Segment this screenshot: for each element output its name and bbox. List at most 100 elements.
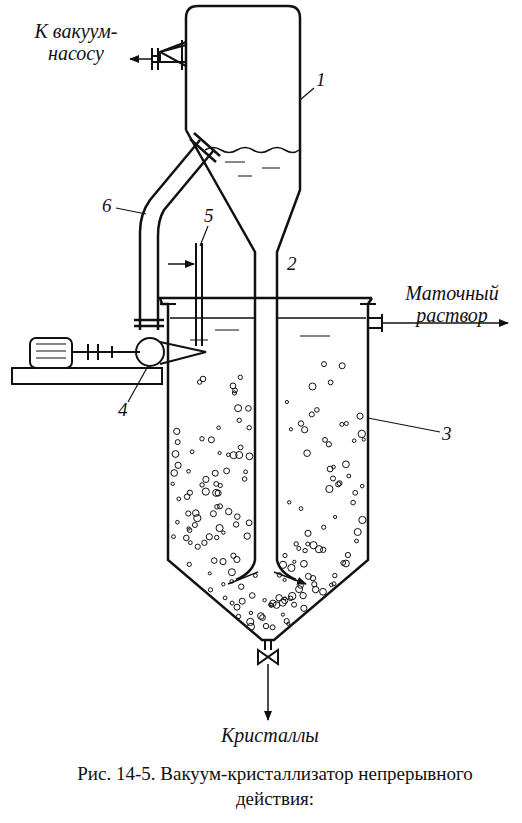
- crystal: [175, 440, 180, 445]
- crystal: [222, 531, 225, 534]
- crystal: [301, 605, 307, 611]
- crystal: [309, 412, 314, 417]
- crystal: [322, 362, 327, 367]
- crystal: [230, 383, 236, 389]
- solution-lines: [190, 330, 330, 340]
- crystal: [333, 573, 337, 577]
- crystal: [195, 544, 200, 549]
- crystal: [258, 613, 265, 620]
- crystal: [336, 482, 341, 487]
- crystal: [235, 405, 242, 412]
- crystal: [302, 427, 308, 433]
- crystal: [230, 601, 234, 605]
- crystal: [326, 442, 331, 447]
- liquid-level: [205, 148, 299, 153]
- crystal: [184, 535, 190, 541]
- crystal: [315, 408, 320, 413]
- crystal: [246, 406, 252, 412]
- vacuum-arrow: [130, 58, 152, 60]
- crystal: [175, 462, 181, 468]
- crystal: [289, 592, 296, 599]
- crystal: [283, 597, 286, 600]
- crystal: [230, 580, 234, 584]
- crystal: [172, 451, 179, 458]
- outflow-arrows: [228, 572, 306, 584]
- crystal: [246, 520, 252, 526]
- valve: [258, 650, 278, 664]
- leader-line: [300, 88, 314, 100]
- crystal: [171, 482, 174, 485]
- crystal: [315, 546, 322, 553]
- crystal: [239, 584, 244, 589]
- feed-arrow: [168, 263, 194, 265]
- crystal: [247, 426, 251, 430]
- crystal: [214, 482, 219, 487]
- callout-number: 1: [316, 70, 326, 91]
- crystal: [239, 598, 245, 604]
- crystal: [176, 520, 180, 524]
- crystal: [358, 430, 365, 437]
- crystal: [187, 528, 192, 533]
- crystal: [353, 490, 358, 495]
- crystal: [208, 588, 212, 592]
- crystal: [190, 450, 194, 454]
- crystal: [289, 428, 292, 431]
- crystal: [227, 453, 231, 457]
- crystal: [331, 476, 336, 481]
- crystal: [277, 573, 282, 578]
- liquid-lines: [225, 162, 280, 176]
- crystal: [177, 497, 181, 501]
- crystal: [305, 530, 311, 536]
- crystal: [276, 595, 282, 601]
- crystal: [244, 533, 250, 539]
- crystal: [301, 560, 308, 567]
- pump-volute: [136, 338, 164, 366]
- callout-number: 5: [204, 206, 214, 227]
- crystal: [216, 525, 223, 532]
- crystal: [228, 569, 235, 576]
- crystal: [305, 573, 311, 579]
- crystal: [330, 583, 334, 587]
- crystal: [235, 514, 241, 520]
- crystal: [231, 553, 236, 558]
- crystal: [279, 561, 286, 568]
- crystal: [254, 574, 258, 578]
- motor: [30, 338, 72, 368]
- crystal: [215, 490, 221, 496]
- crystal: [347, 474, 351, 478]
- crystal: [288, 501, 291, 504]
- crystal: [211, 558, 217, 564]
- crystal: [210, 511, 216, 517]
- crystal: [200, 376, 206, 382]
- crystal: [187, 490, 192, 495]
- crystal: [242, 477, 247, 482]
- crystal: [362, 438, 365, 441]
- figure-caption: Рис. 14-5. Вакуум-кристаллизатор непреры…: [60, 762, 490, 811]
- crystal: [220, 559, 226, 565]
- crystal: [193, 510, 200, 517]
- leader-line: [200, 226, 208, 246]
- lower-vessel: [158, 298, 372, 640]
- crystal: [298, 421, 303, 426]
- crystal: [187, 470, 191, 474]
- crystal: [296, 586, 303, 593]
- vessel-rim: [160, 303, 376, 305]
- crystal: [306, 542, 310, 546]
- pipe-flange: [134, 320, 164, 326]
- crystal: [248, 623, 255, 630]
- pump-shaft: [72, 344, 140, 360]
- vacuum-flange: [152, 48, 158, 70]
- crystal: [309, 383, 316, 390]
- crystal: [172, 535, 176, 539]
- crystal: [270, 625, 275, 630]
- crystal: [206, 534, 212, 540]
- callout-number: 3: [442, 424, 452, 445]
- crystal: [249, 611, 252, 614]
- crystal: [237, 418, 241, 422]
- crystal: [202, 488, 209, 495]
- crystal: [352, 439, 356, 443]
- crystal: [215, 535, 219, 539]
- crystal: [238, 445, 243, 450]
- crystal: [283, 578, 286, 581]
- crystal: [217, 426, 221, 430]
